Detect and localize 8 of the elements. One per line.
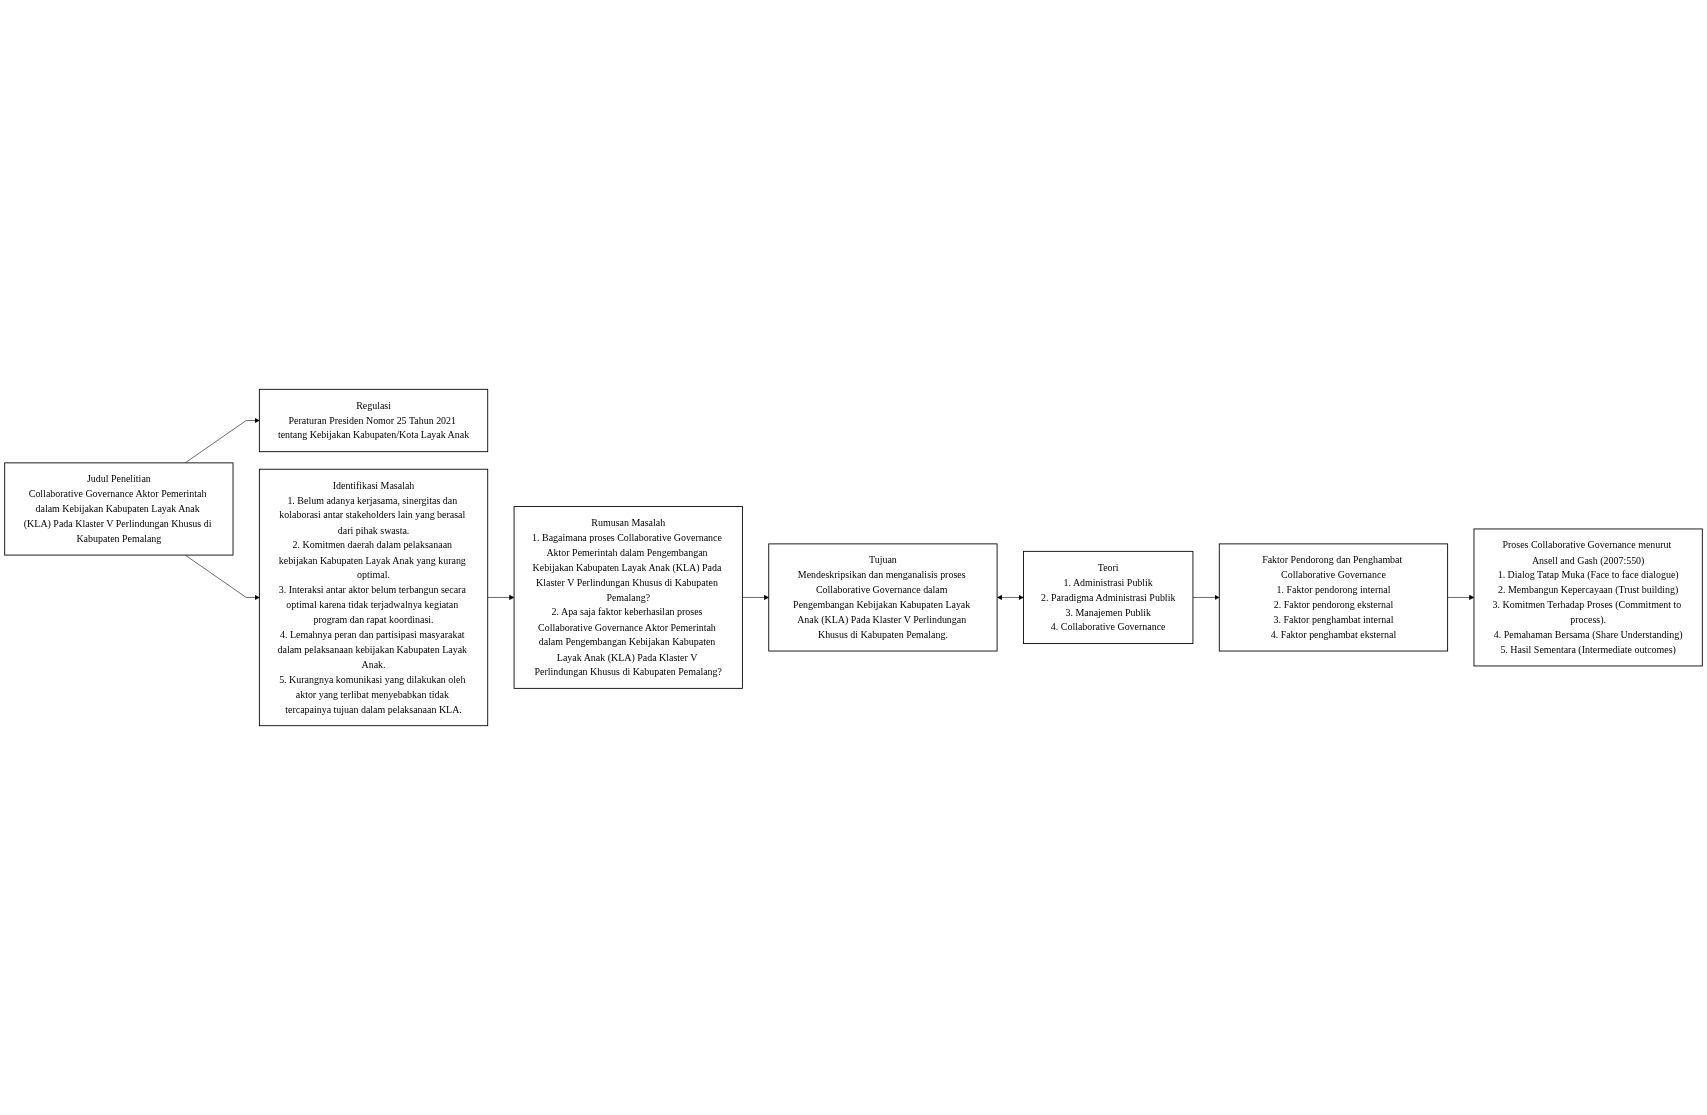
node-box: Teori 1. Administrasi Publik 2. Paradigma Administrasi Publik 3. Manajemen Publik 4. Collaborative Governance [1023,550,1194,644]
node-box: Rumusan Masalah 1. Bagaimana proses Collaborative Governance Aktor Pemerintah dalam Pengembangan Kebijakan Kabupaten Layak Anak (KLA) Pada Klaster V Perlindungan Khusus di Kabupaten Pemalang? 2. Apa saja faktor keberhasilan proses Collaborative Governance Aktor Pemerintah dalam Pengembangan Kebijakan Kabupaten Layak Anak (KLA) Pada Klaster V Perlindungan Khusus di Kabupaten Pemalang? [513,506,743,689]
node-box: Regulasi Peraturan Presiden Nomor 25 Tahun 2021 tentang Kebijakan Kabupaten/Kota Layak Anak [258,388,489,453]
node-box: Judul Penelitian Collaborative Governance Aktor Pemerintah dalam Kebijakan Kabupaten Layak Anak (KLA) Pada Klaster V Perlindungan Khusus di Kabupaten Pemalang [4,462,234,556]
node-box: Tujuan Mendeskripsikan dan menganalisis proses Collaborative Governance dalam Pengembangan Kebijakan Kabupaten Layak Anak (KLA) Pada Klaster V Perlindungan Khusus di Kabupaten Pemalang. [768,543,998,652]
node-box: Faktor Pendorong dan Penghambat Collaborative Governance 1. Faktor pendorong internal 2. Faktor pendorong eksternal 3. Faktor penghambat internal 4. Faktor penghambat eksternal [1218,543,1449,652]
node-box: Identifikasi Masalah 1. Belum adanya kerjasama, sinergitas dan kolaborasi antar stakeholders lain yang berasal dari pihak swasta. 2. Komitmen daerah dalam pelaksanaan kebijakan Kabupaten Layak Anak yang kurang optimal. 3. Interaksi antar aktor belum terbangun secara optimal karena tidak terjadwalnya kegiatan program dan rapat koordinasi. 4. Lemahnya peran dan partisipasi masyarakat dalam pelaksanaan kebijakan Kabupaten Layak Anak. 5. Kurangnya komunikasi yang dilakukan oleh aktor yang terlibat menyebabkan tidak tercapainya tujuan dalam pelaksanaan KLA. [258,468,489,727]
node-box: Proses Collaborative Governance menurut Ansell and Gash (2007:550) 1. Dialog Tatap Muka (Face to face dialogue) 2. Membangun Kepercayaan (Trust building) 3. Komitmen Terhadap Proses (Commitment to process). 4. Pemahaman Bersama (Share Understanding) 5. Hasil Sementara (Intermediate outcomes) [1473,528,1703,667]
